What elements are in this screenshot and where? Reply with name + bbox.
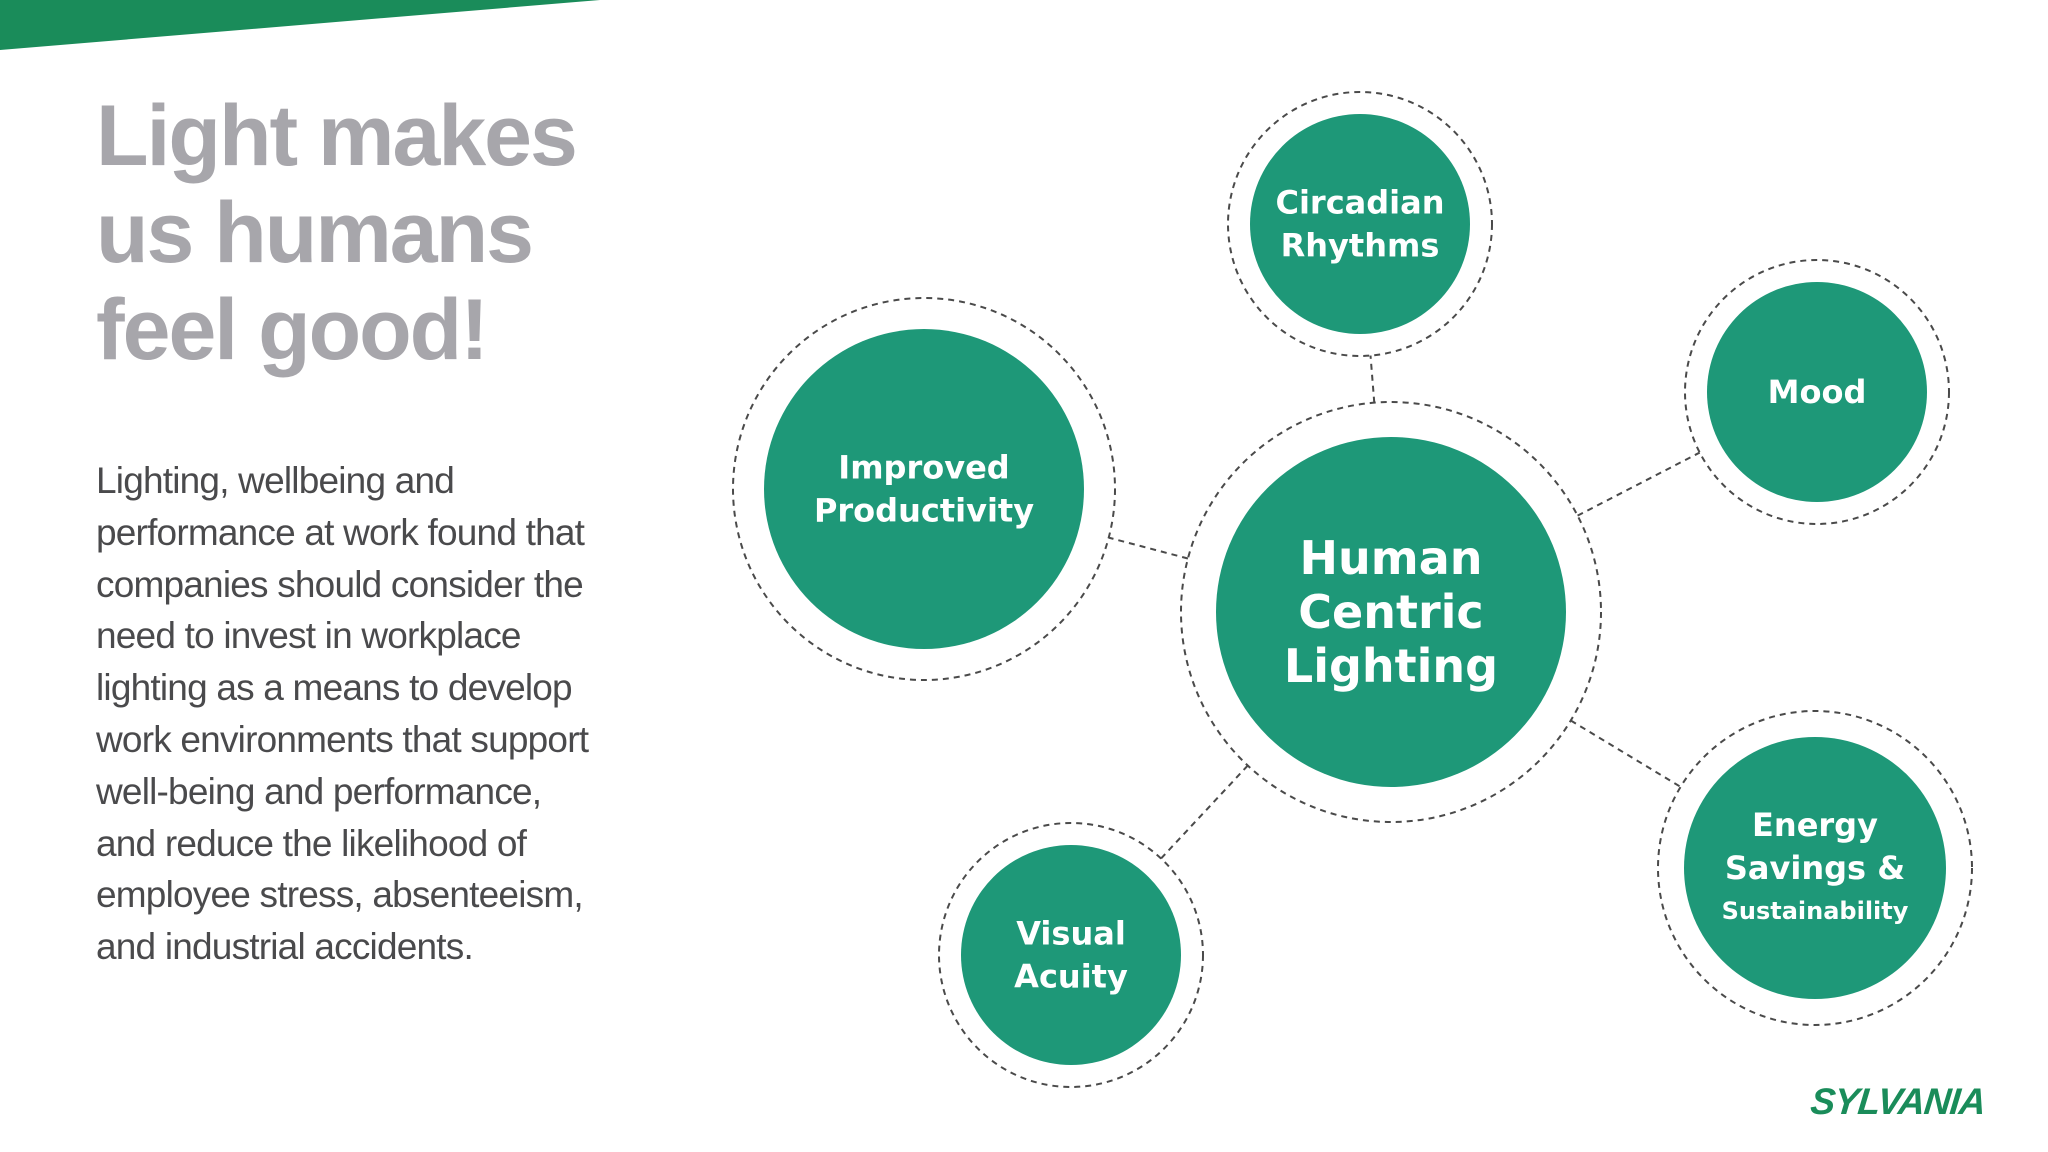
body-line: and industrial accidents. xyxy=(96,926,474,968)
node-label: Lighting xyxy=(1284,639,1498,693)
node-label: Visual xyxy=(1016,915,1126,953)
node-label: Sustainability xyxy=(1722,897,1909,925)
node-label: Improved xyxy=(838,449,1009,487)
node-label: Circadian xyxy=(1275,184,1444,222)
node-ring xyxy=(1227,91,1493,357)
body-line: lighting as a means to develop xyxy=(96,667,573,709)
node-label: Mood xyxy=(1768,373,1867,411)
connector-improved-productivity xyxy=(1108,536,1189,560)
node-label: Human xyxy=(1300,531,1483,585)
body-line: well-being and performance, xyxy=(96,770,542,812)
node-ring xyxy=(1684,259,1950,525)
node-ring xyxy=(732,297,1116,681)
top-accent-bar xyxy=(0,0,600,50)
node-label: Savings & xyxy=(1725,849,1905,887)
body-line: employee stress, absenteeism, xyxy=(96,874,584,916)
headline-line: feel good! xyxy=(96,282,489,378)
node-label: Productivity xyxy=(814,492,1034,530)
headline-line: Light makes xyxy=(96,88,578,184)
body-line: companies should consider the xyxy=(96,563,584,605)
node-mood: Mood xyxy=(1684,259,1950,525)
node-label: Energy xyxy=(1752,806,1878,844)
node-label: Acuity xyxy=(1014,958,1128,996)
node-circle xyxy=(1684,737,1946,999)
node-circle xyxy=(1707,282,1927,502)
headline-line: us humans xyxy=(96,185,534,281)
node-ring xyxy=(1657,710,1973,1026)
node-label: Centric xyxy=(1298,585,1483,639)
connector-circadian-rhythms xyxy=(1369,355,1376,403)
top-accent-shape xyxy=(0,0,600,50)
body-line: work environments that support xyxy=(96,718,589,760)
headline: Light makes us humans feel good! xyxy=(96,88,696,379)
connectors xyxy=(1108,355,1701,860)
body-line: and reduce the likelihood of xyxy=(96,822,527,864)
connector-mood xyxy=(1577,451,1701,517)
node-circle xyxy=(1250,114,1470,334)
node-circle xyxy=(1216,437,1566,787)
node-circle xyxy=(764,329,1084,649)
connector-visual-acuity xyxy=(1160,764,1249,860)
sylvania-logo: SYLVANIA xyxy=(1808,1081,1988,1122)
body-line: performance at work found that xyxy=(96,511,585,553)
node-label: Rhythms xyxy=(1281,227,1440,265)
body-line: Lighting, wellbeing and xyxy=(96,460,455,501)
node-ring xyxy=(1180,401,1602,823)
body-paragraph: Lighting, wellbeing and performance at w… xyxy=(96,455,656,973)
connector-energy-savings-sustainability xyxy=(1570,719,1682,788)
node-ring xyxy=(938,822,1204,1088)
node-circle xyxy=(961,845,1181,1065)
body-line: need to invest in workplace xyxy=(96,615,522,657)
